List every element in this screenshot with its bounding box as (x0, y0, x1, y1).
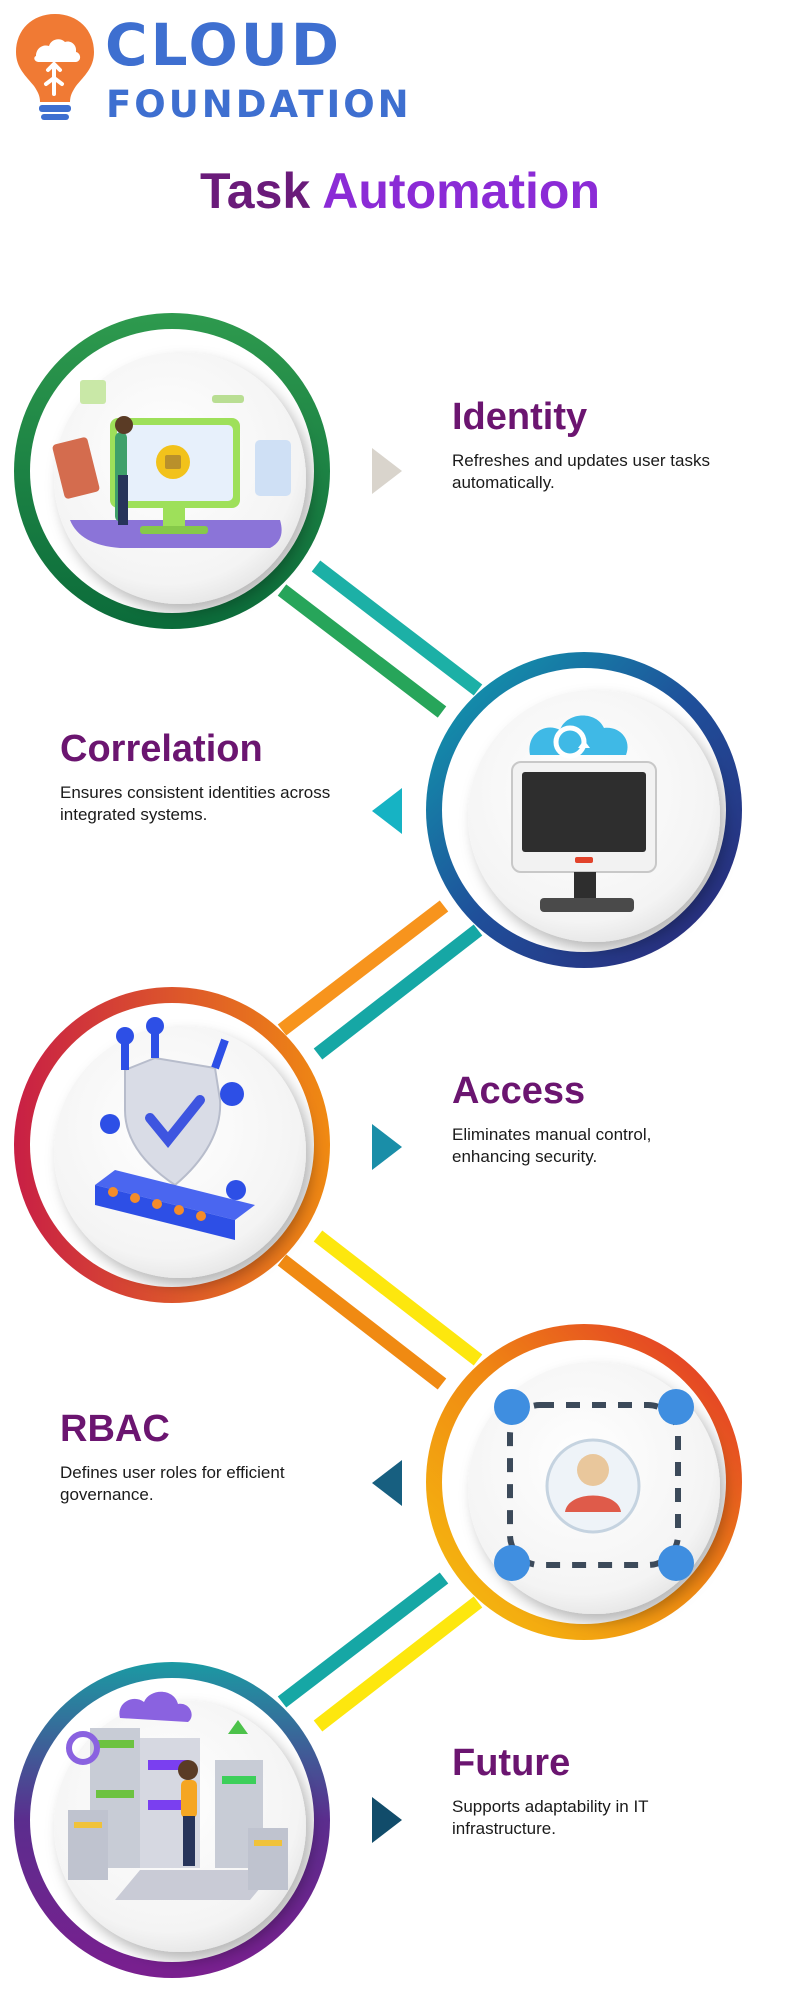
circle-rbac (426, 1324, 742, 1640)
step-title: Identity (452, 396, 588, 438)
arrow-rbac (372, 1460, 402, 1506)
page-title: Task Automation (0, 166, 800, 216)
connector-1-2 (277, 560, 483, 718)
user-network-icon (494, 1389, 694, 1581)
lightbulb-cloud-icon (16, 14, 94, 120)
connector-4-5 (277, 1572, 483, 1732)
step-title: Access (452, 1070, 586, 1112)
connector-3-4 (277, 1230, 483, 1390)
step-identity: Identity Refreshes and updates user task… (452, 398, 732, 494)
step-rbac: RBAC Defines user roles for efficient go… (60, 1410, 340, 1506)
security-dashboard-icon (52, 380, 291, 548)
step-description: Eliminates manual control, enhancing sec… (452, 1125, 652, 1167)
circle-access (14, 987, 330, 1303)
step-description: Supports adaptability in IT infrastructu… (452, 1797, 649, 1839)
arrow-future (372, 1797, 402, 1843)
connector-2-3 (277, 900, 483, 1060)
arrow-correlation (372, 788, 402, 834)
step-title: RBAC (60, 1408, 170, 1450)
brand-line-1: CLOUD (105, 11, 343, 79)
step-correlation: Correlation Ensures consistent identitie… (60, 730, 340, 826)
arrow-identity (372, 448, 402, 494)
step-access: Access Eliminates manual control, enhanc… (452, 1072, 732, 1168)
circle-identity (14, 313, 330, 629)
brand-logo: CLOUD FOUNDATION (10, 8, 470, 128)
step-title: Correlation (60, 728, 263, 770)
step-description: Ensures consistent identities across int… (60, 783, 331, 825)
cloud-sync-monitor-icon (511, 715, 657, 912)
title-word-2: Automation (322, 163, 601, 219)
arrow-access (372, 1124, 402, 1170)
step-future: Future Supports adaptability in IT infra… (452, 1744, 732, 1840)
step-description: Refreshes and updates user tasks automat… (452, 451, 710, 493)
brand-line-2: FOUNDATION (106, 83, 412, 126)
server-infrastructure-icon (66, 1691, 288, 1900)
circle-future (14, 1662, 330, 1978)
step-description: Defines user roles for efficient governa… (60, 1463, 285, 1505)
title-word-1: Task (199, 163, 311, 219)
shield-check-circuit-icon (95, 1017, 255, 1240)
step-title: Future (452, 1742, 571, 1784)
circle-correlation (426, 652, 742, 968)
